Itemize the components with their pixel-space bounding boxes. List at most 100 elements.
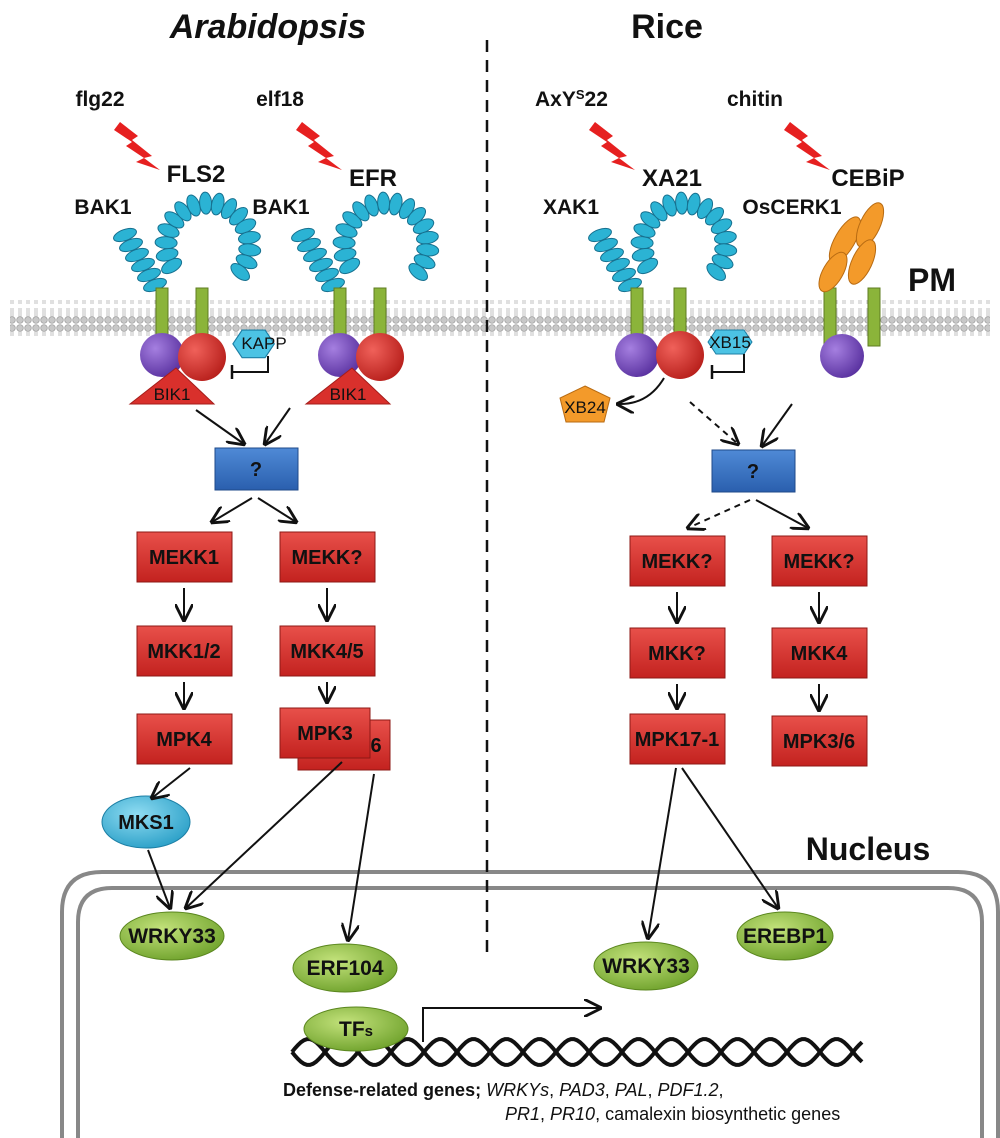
title-rice: Rice: [631, 8, 703, 46]
xak1-lrr: [588, 227, 642, 293]
axys22-elicitation-icon: [589, 122, 635, 170]
efr-lrr: [332, 191, 440, 281]
receptor-cebip-label: CEBiP: [831, 165, 904, 192]
bak1-kinase-fls2: [140, 333, 184, 377]
mkk4-box: [771, 627, 868, 679]
bik1-fls2-triangle: [128, 367, 216, 405]
bak1-efr-lrr: [291, 227, 345, 293]
mpk36-label: MPK3/6: [783, 731, 855, 753]
mkk45-box: [279, 625, 376, 677]
unknown-left-label: ?: [250, 459, 262, 481]
kinase-domains: [140, 331, 864, 381]
defense-genes-line1: Defense-related genes; WRKYs, PAD3, PAL,…: [283, 1080, 724, 1100]
mekk-left-box: [279, 531, 376, 583]
lrr-ectodomains: [113, 191, 738, 293]
coreceptor-bak1-efr-label: BAK1: [252, 196, 309, 219]
mekk-left-label: MEKK?: [291, 547, 362, 569]
coreceptor-bak1-fls2-label: BAK1: [74, 196, 131, 219]
coreceptor-oscerk1-label: OsCERK1: [742, 196, 842, 219]
ligand-flg22: flg22: [75, 88, 124, 111]
mkk12-box: [136, 625, 233, 677]
mpk3-box: [279, 707, 371, 759]
mekk-right1-label: MEKK?: [641, 551, 712, 573]
mkk4-label: MKK4: [791, 643, 849, 665]
xb15-label: XB15: [709, 333, 751, 352]
kapp-label: KAPP: [241, 334, 286, 353]
receptor-xa21-label: XA21: [642, 165, 702, 192]
mks1-label: MKS1: [118, 812, 174, 834]
cascade-arrows: [184, 588, 819, 710]
mapk-cascade: MEKK1 MEKK? MKK1/2 MKK4/5 MPK4 6 MPK3 ME…: [136, 531, 868, 771]
transmembrane-stalks: [155, 287, 881, 347]
bik1-efr-triangle: [304, 367, 392, 405]
transcription-start-arrow: [422, 1008, 600, 1042]
mekk-right2-label: MEKK?: [783, 551, 854, 573]
unknown-to-mekk-arrows: [212, 497, 808, 528]
xb15-inhibition-line: [712, 354, 745, 373]
nucleus-label: Nucleus: [806, 831, 930, 867]
ligand-axys22: AxYS22: [535, 87, 608, 112]
receptor-to-unknown-arrows: [195, 401, 793, 446]
xa21-kinase: [656, 331, 704, 379]
xb24-label: XB24: [564, 398, 606, 417]
erebp1-label: EREBP1: [743, 925, 827, 948]
mks1-node: [101, 795, 191, 849]
mpk4-box: [136, 713, 233, 765]
cebip-lysm-domains: [818, 202, 885, 293]
title-arabidopsis: Arabidopsis: [169, 8, 366, 46]
bak1-kinase-efr: [318, 333, 362, 377]
mkk-right-box: [629, 627, 726, 679]
unknown-right-label: ?: [747, 461, 759, 483]
defense-genes-text: Defense-related genes; WRKYs, PAD3, PAL,…: [283, 1078, 923, 1126]
erebp1-node: [736, 911, 834, 961]
mekk-right1-box: [629, 535, 726, 587]
mekk-right2-box: [771, 535, 868, 587]
fls2-kinase: [178, 333, 226, 381]
mpk171-box: [629, 713, 726, 765]
efr-kinase: [356, 333, 404, 381]
wrky33-rice-node: [593, 941, 699, 991]
bik1-efr-label: BIK1: [330, 385, 367, 404]
ligand-elf18: elf18: [256, 88, 304, 111]
xak1-kinase: [615, 333, 659, 377]
mpk4-label: MPK4: [156, 729, 212, 751]
oscerk1-kinase: [820, 334, 864, 378]
mpk36-box: [771, 715, 868, 767]
xa21-lrr: [630, 191, 738, 281]
ligand-chitin: chitin: [727, 88, 783, 111]
receptor-fls2-label: FLS2: [167, 161, 226, 188]
chitin-elicitation-icon: [784, 122, 830, 170]
defense-genes-line2: PR1, PR10, camalexin biosynthetic genes: [505, 1104, 841, 1124]
mpk171-label: MPK17-1: [635, 729, 719, 751]
xb15-hexagon: [707, 329, 753, 355]
wrky33-arabidopsis-label: WRKY33: [128, 925, 216, 948]
xb24-pentagon: [559, 385, 611, 423]
kinase-to-tf-arrows: [147, 761, 778, 940]
bak1-fls2-lrr: [113, 227, 167, 293]
membrane-label: PM: [908, 262, 956, 298]
coreceptor-xak1-label: XAK1: [543, 196, 599, 219]
unknown-component-left: [214, 447, 299, 491]
elf18-elicitation-icon: [296, 122, 342, 170]
mpk3-label: MPK3: [297, 723, 353, 745]
xa21-to-xb24-arrow: [618, 377, 665, 404]
receptor-efr-label: EFR: [349, 165, 397, 192]
dna-strand-1: [290, 1037, 864, 1067]
unknown-component-right: [711, 449, 796, 493]
mpk6-label: 6: [370, 735, 381, 757]
erf104-label: ERF104: [306, 957, 383, 980]
mkk-right-label: MKK?: [648, 643, 706, 665]
tfs-on-dna-node: [303, 1006, 409, 1052]
flg22-elicitation-icon: [114, 122, 160, 170]
fls2-lrr: [154, 191, 262, 281]
mkk45-label: MKK4/5: [290, 641, 363, 663]
tfs-on-dna-label: TFs: [339, 1018, 373, 1041]
wrky33-rice-label: WRKY33: [602, 955, 690, 978]
mkk12-label: MKK1/2: [147, 641, 220, 663]
nuclear-envelope: [60, 870, 1000, 1138]
kapp-hexagon: [232, 329, 275, 359]
mekk1-box: [136, 531, 233, 583]
bik1-fls2-label: BIK1: [154, 385, 191, 404]
